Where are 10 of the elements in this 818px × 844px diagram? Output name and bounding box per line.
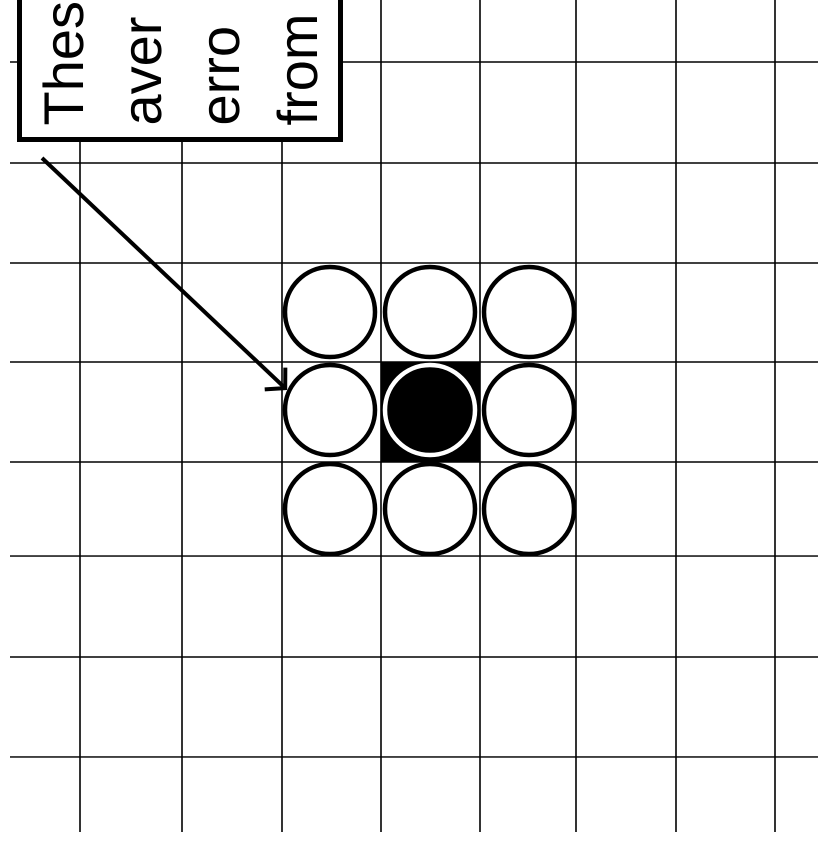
text-box: Thes aver erro from [17,0,343,142]
leader-arrow [40,156,288,392]
circle [282,362,378,458]
circle [482,362,576,458]
circle [482,462,576,556]
circle [282,264,378,360]
circle [282,462,378,556]
circle [382,264,478,360]
circle [382,462,478,556]
circle [482,264,576,360]
